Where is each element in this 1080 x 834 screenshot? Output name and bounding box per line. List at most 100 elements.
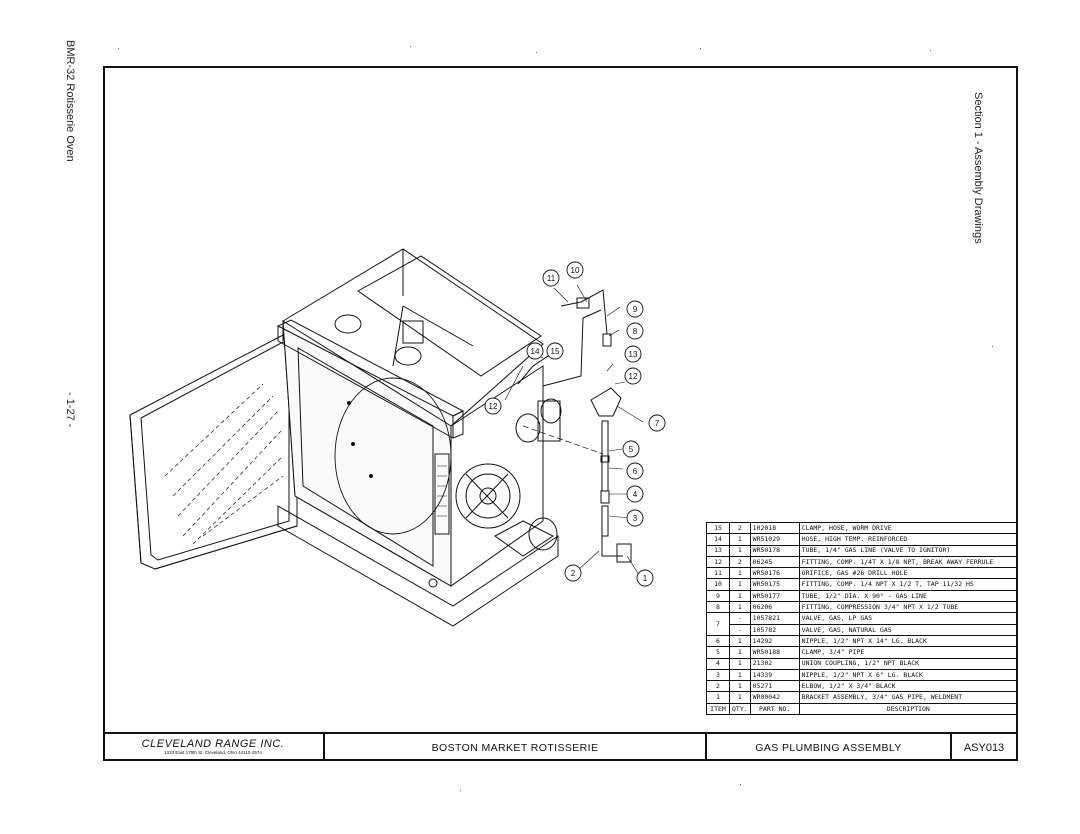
part-number-cell: 14292 — [749, 634, 800, 648]
item-cell: 14 — [706, 533, 730, 546]
callout-2 — [564, 564, 582, 582]
description-cell: VALVE, GAS, NATURAL GAS — [798, 623, 1019, 636]
item-cell: 7 — [706, 612, 730, 636]
description-cell: NIPPLE, 1/2" NPT X 14" LG. BLACK — [798, 634, 1019, 648]
item-cell: 5 — [706, 646, 730, 659]
description-cell: FITTING, COMP. 1/4 NPT X 1/2 T, TAP 11/3… — [798, 578, 1019, 591]
callout-6-label: 6 — [633, 467, 638, 476]
qty-cell: 1 — [729, 646, 751, 659]
callout-11 — [542, 269, 560, 287]
callout-13 — [624, 345, 642, 363]
callout-3 — [626, 509, 644, 527]
part-number-cell: WR50176 — [749, 567, 800, 580]
part-number-cell: 05271 — [749, 680, 800, 693]
qty-cell: 1 — [729, 680, 751, 693]
callout-15 — [546, 342, 564, 360]
part-number-cell: WR50188 — [749, 646, 800, 659]
item-cell: 12 — [706, 555, 730, 569]
description-cell: TUBE, 1/2" DIA. X 90° - GAS LINE — [798, 589, 1019, 603]
scan-speck — [536, 52, 537, 53]
callout-8-label: 8 — [633, 327, 638, 336]
callout-4 — [626, 485, 644, 503]
callout-12a — [484, 397, 502, 415]
company-block: CLEVELAND RANGE INC. 1333 East 179th St.… — [103, 734, 325, 761]
item-cell: 1 — [706, 691, 730, 704]
callout-1-label: 1 — [643, 574, 648, 583]
callout-1 — [636, 569, 654, 587]
gas-plumbing-parts-drawing — [522, 289, 632, 563]
callout-14 — [526, 342, 544, 360]
drawing-number: ASY013 — [963, 741, 1005, 754]
scan-speck — [930, 50, 931, 51]
callout-12b — [624, 367, 642, 385]
callout-10-label: 10 — [571, 266, 580, 275]
part-number-cell: WR50177 — [749, 589, 800, 603]
callout-14-label: 14 — [531, 347, 540, 356]
qty-cell: 1 — [729, 533, 751, 546]
callout-3-label: 3 — [633, 514, 638, 523]
scan-speck — [118, 48, 119, 49]
description-cell: HOSE, HIGH TEMP. REINFORCED — [798, 533, 1019, 546]
qty-cell: 1 — [729, 589, 751, 603]
item-cell: 8 — [706, 601, 730, 614]
callout-11-label: 11 — [547, 274, 556, 283]
qty-cell: 2 — [729, 555, 751, 569]
qty-cell: 1 — [729, 544, 751, 557]
callout-9 — [626, 300, 644, 318]
title-block: CLEVELAND RANGE INC. 1333 East 179th St.… — [103, 732, 1018, 761]
part-number-cell: 102018 — [749, 521, 800, 535]
callout-12b-label: 12 — [629, 372, 638, 381]
qty-cell: - — [729, 612, 751, 625]
item-cell: 2 — [706, 680, 730, 693]
qty-cell: 2 — [729, 521, 751, 535]
qty-cell: - — [729, 623, 751, 636]
oven-assembly-drawing: 1 2 3 4 5 6 7 8 9 10 11 12 12 13 14 15 — [129, 248, 666, 627]
scan-speck — [700, 48, 701, 49]
scan-speck — [992, 346, 993, 347]
callout-5 — [622, 440, 640, 458]
part-number-cell: WR50175 — [749, 578, 800, 591]
description-cell: TUBE, 1/4" GAS LINE (VALVE TO IGNITOR) — [798, 544, 1019, 557]
description-cell: CLAMP, 3/4" PIPE — [798, 646, 1019, 659]
callout-15-label: 15 — [551, 347, 560, 356]
description-cell: FITTING, COMP. 1/4T X 1/8 NPT, BREAK AWA… — [798, 555, 1019, 569]
oven-body-drawing — [276, 248, 602, 627]
assembly-name: GAS PLUMBING ASSEMBLY — [707, 734, 952, 761]
qty-cell: 1 — [729, 657, 751, 670]
scan-speck — [410, 46, 411, 47]
description-cell: CLAMP, HOSE, WORM DRIVE — [798, 521, 1019, 535]
callout-13-label: 13 — [629, 350, 638, 359]
callout-7-label: 7 — [655, 419, 660, 428]
callout-9-label: 9 — [633, 305, 638, 314]
item-cell: 13 — [706, 544, 730, 557]
company-address: 1333 East 179th St. Cleveland, Ohio 4411… — [164, 750, 262, 755]
description-cell: NIPPLE, 1/2" NPT X 6" LG. BLACK — [798, 668, 1019, 682]
drawing-frame — [103, 66, 1018, 761]
product-name: BOSTON MARKET ROTISSERIE — [325, 734, 707, 761]
description-cell: VALVE, GAS, LP GAS — [798, 612, 1019, 625]
item-cell: 11 — [706, 567, 730, 580]
description-cell: BRACKET ASSEMBLY, 3/4" GAS PIPE, WELDMEN… — [798, 691, 1019, 704]
page-number: - 1-27 - — [64, 392, 76, 428]
item-cell: 10 — [706, 578, 730, 591]
callout-4-label: 4 — [633, 490, 638, 499]
callout-12a-label: 12 — [489, 402, 498, 411]
qty-cell: 1 — [729, 578, 751, 591]
description-cell: UNION COUPLING, 1/2" NPT BLACK — [798, 657, 1019, 670]
document-title: BMR-32 Rotisserie Oven — [64, 40, 76, 162]
qty-cell: 1 — [729, 567, 751, 580]
part-number-cell: 06206 — [749, 601, 800, 614]
item-cell: 9 — [706, 589, 730, 603]
company-name: CLEVELAND RANGE INC. — [141, 738, 285, 750]
callout-8 — [626, 322, 644, 340]
part-number-cell: 21302 — [749, 657, 800, 670]
